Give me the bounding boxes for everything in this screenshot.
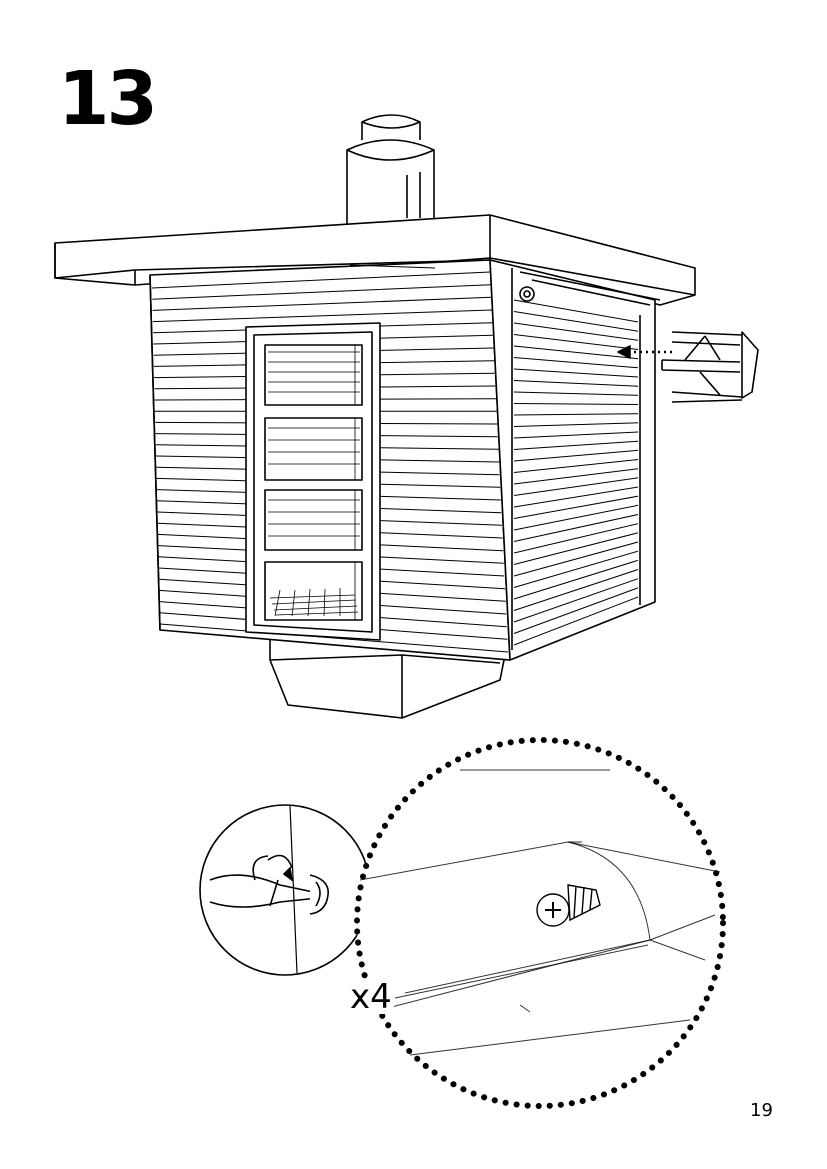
quantity-label: x4 bbox=[348, 977, 394, 1017]
insert-arrow bbox=[617, 345, 672, 359]
window-frame bbox=[245, 322, 381, 641]
page-number: 19 bbox=[750, 1100, 773, 1121]
screwdriver-detail bbox=[199, 804, 371, 976]
top-hardware bbox=[349, 264, 661, 306]
bracket-part bbox=[661, 331, 759, 403]
magnified-detail bbox=[354, 737, 726, 1109]
step-number: 13 bbox=[58, 56, 158, 142]
chimney bbox=[346, 114, 435, 230]
screw-icon bbox=[536, 884, 601, 927]
